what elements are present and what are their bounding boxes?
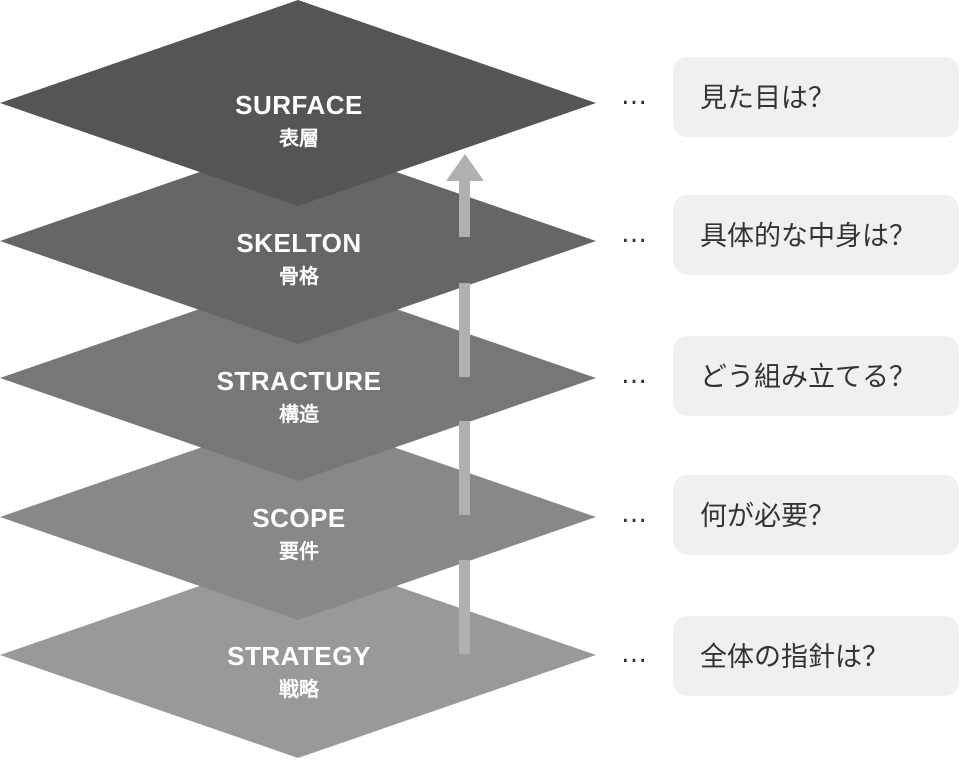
layer-diamond-surface (0, 0, 596, 206)
layer-label-en: SURFACE (235, 90, 363, 120)
up-arrow-segment (459, 176, 470, 237)
question-box (673, 57, 959, 137)
question-box (673, 475, 959, 555)
question-box (673, 336, 959, 416)
up-arrow (446, 154, 484, 654)
question-text: 何が必要？ (700, 501, 835, 532)
layer-label-ja: 要件 (279, 539, 319, 563)
layer-label-en: STRATEGY (227, 641, 371, 671)
layer-diamond-stracture (0, 275, 596, 481)
question-text: 見た目は？ (700, 83, 835, 114)
layer-label-en: SCOPE (252, 503, 346, 533)
layer-label-ja: 戦略 (279, 677, 320, 701)
layer-label-en: SKELTON (236, 228, 361, 258)
layer-label-en: STRACTURE (217, 366, 382, 396)
layer-diamond-scope (0, 414, 596, 620)
question-text: 具体的な中身は？ (700, 221, 916, 252)
question-text: どう組み立てる？ (700, 362, 916, 393)
question-box (673, 616, 959, 696)
question-box (673, 195, 959, 275)
layer-label-ja: 構造 (279, 402, 320, 426)
ellipsis-connector: … (621, 499, 647, 529)
up-arrow-segment (459, 421, 470, 515)
layer-diamond-strategy (0, 552, 596, 758)
layer-label-ja: 表層 (279, 126, 319, 150)
ellipsis-connector: … (621, 219, 647, 249)
ellipsis-connector: … (621, 360, 647, 390)
up-arrow-segment (459, 283, 470, 377)
up-arrow-head (446, 154, 484, 181)
layer-diamond-skelton (0, 138, 596, 344)
layer-label-ja: 骨格 (279, 264, 320, 288)
up-arrow-segment (459, 560, 470, 654)
question-text: 全体の指針は？ (700, 642, 889, 673)
ellipsis-connector: … (621, 639, 647, 669)
ellipsis-connector: … (621, 81, 647, 111)
